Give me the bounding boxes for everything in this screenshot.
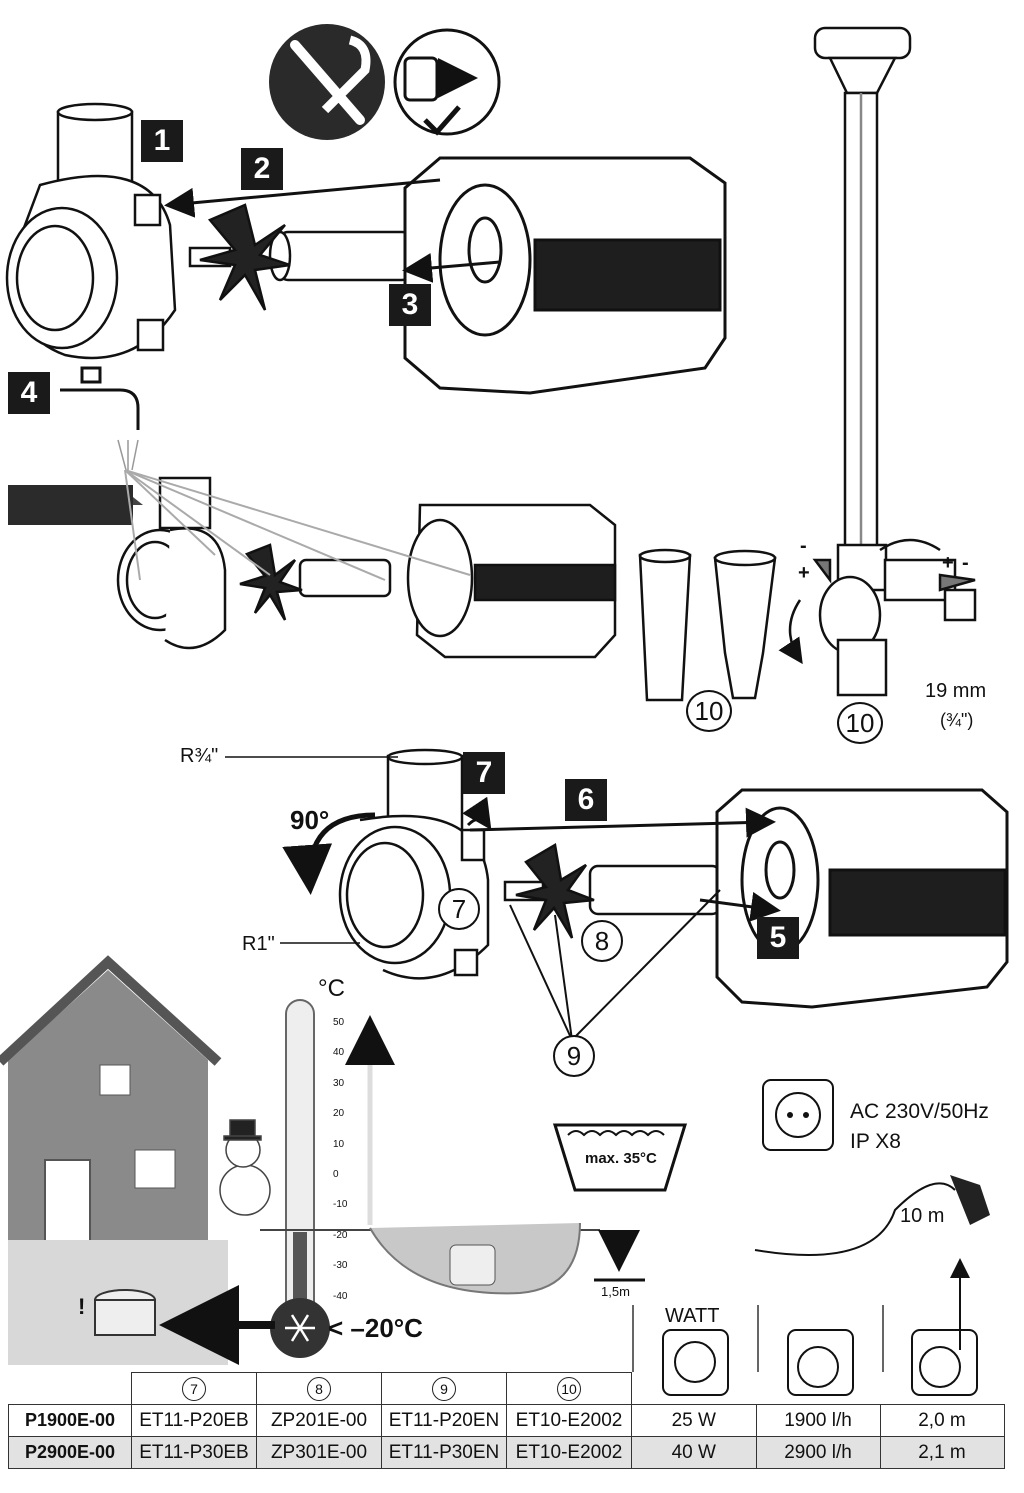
header-part-9: 9	[432, 1376, 456, 1401]
tick-label: -20	[333, 1229, 348, 1241]
wrench-screwdriver-icon	[269, 24, 385, 140]
callout-9: 9	[553, 1035, 595, 1077]
impeller-bottom	[503, 843, 722, 939]
cable-length: 10 m	[900, 1205, 945, 1227]
thermometer-ticks: 50 40 30 20 10 0 -10 -20 -30 -40	[333, 1008, 347, 1312]
part-cell: ET11-P30EN	[381, 1436, 507, 1469]
pump-volute-top	[5, 102, 177, 360]
label-thread-bottom: R1"	[242, 933, 275, 955]
header-part-8: 8	[307, 1376, 331, 1401]
flow-cell: 1900 l/h	[755, 1404, 881, 1437]
pump-head-icon	[911, 1258, 978, 1396]
label-hose-size-inch: (¾")	[940, 710, 974, 730]
head-cell: 2,0 m	[879, 1404, 1005, 1437]
depth-marker	[594, 1230, 645, 1282]
tick-label: 30	[333, 1077, 345, 1089]
step-5: 5	[757, 917, 799, 959]
tick-label: 50	[333, 1017, 345, 1028]
power-supply: AC 230V/50Hz	[850, 1100, 989, 1123]
tick-label: -30	[333, 1260, 348, 1272]
pond	[369, 1222, 581, 1295]
pump-flow-icon	[787, 1329, 854, 1396]
cleaning-lines	[124, 469, 471, 581]
faucet-icon	[60, 366, 140, 471]
part-cell: ET11-P30EB	[131, 1436, 257, 1469]
step-6: 6	[565, 779, 607, 821]
flow-plus-left: +	[798, 562, 810, 584]
watt-cell: 25 W	[631, 1404, 757, 1437]
thermometer	[260, 999, 600, 1358]
motor-housing-top	[403, 156, 727, 395]
callout-8: 8	[581, 920, 623, 962]
ip-rating: IP X8	[850, 1130, 901, 1153]
impeller-top	[188, 203, 412, 311]
part-cell: ZP301E-00	[256, 1436, 382, 1469]
label-hose-size: 19 mm	[925, 680, 987, 702]
part-cell: ZP201E-00	[256, 1404, 382, 1437]
callout-10-riser: 10	[837, 702, 883, 744]
tick-label: 0	[333, 1169, 339, 1181]
pump-volute-bottom	[338, 748, 490, 980]
flow-cell: 2900 l/h	[755, 1436, 881, 1469]
step-1: 1	[141, 120, 183, 162]
snowflake-icon	[285, 1314, 315, 1342]
flow-minus-right: -	[962, 552, 969, 574]
header-part-7: 7	[182, 1376, 206, 1401]
tick-label: 40	[333, 1047, 345, 1059]
flow-plus-right: +	[942, 552, 954, 574]
watt-cell: 40 W	[631, 1436, 757, 1469]
fountain-riser	[778, 26, 977, 697]
part-cell: ET11-P20EN	[381, 1404, 507, 1437]
step-4: 4	[8, 372, 50, 414]
part-cell: ET10-E2002	[506, 1404, 632, 1437]
tick-label: -40	[333, 1290, 348, 1302]
thermo-unit: °C	[318, 975, 345, 1002]
temperature-bowl	[552, 1123, 688, 1192]
plug-icon	[754, 1175, 990, 1256]
tick-label: 20	[333, 1108, 345, 1120]
label-thread-top: R¾"	[180, 745, 219, 767]
warning-mark: !	[78, 1294, 86, 1319]
callout-7: 7	[438, 888, 480, 930]
head-cell: 2,1 m	[879, 1436, 1005, 1469]
tick-label: 10	[333, 1138, 345, 1150]
socket-icon	[662, 1329, 729, 1396]
part-cell: ET10-E2002	[506, 1436, 632, 1469]
snowman-icon	[219, 1119, 271, 1216]
house-icon	[0, 955, 228, 1365]
tick-label: -10	[333, 1199, 348, 1211]
depth-label: 1,5m	[601, 1284, 630, 1299]
watt-header: WATT	[665, 1305, 720, 1327]
step-2: 2	[241, 148, 283, 190]
label-rotation: 90°	[290, 805, 330, 835]
part-cell: ET11-P20EB	[131, 1404, 257, 1437]
table-header-row: 7 8 9 10	[9, 1372, 1005, 1405]
callout-10-nozzles: 10	[686, 690, 732, 732]
step-3: 3	[389, 284, 431, 326]
table-row: P1900E-00 ET11-P20EB ZP201E-00 ET11-P20E…	[8, 1404, 1005, 1437]
basement-pump	[94, 1289, 156, 1336]
frost-temp: < –20°C	[328, 1313, 423, 1343]
step-7: 7	[463, 752, 505, 794]
filter-sponge	[8, 485, 143, 525]
nozzle-parts	[638, 548, 777, 702]
spec-table: 7 8 9 10 P1900E-00 ET11-P20EB ZP201E-00 …	[8, 1372, 1005, 1469]
unplug-icon	[393, 28, 501, 136]
header-part-10: 10	[557, 1376, 581, 1401]
model-cell: P2900E-00	[8, 1436, 132, 1469]
flow-minus-left: -	[800, 535, 807, 557]
model-cell: P1900E-00	[8, 1404, 132, 1437]
table-row: P2900E-00 ET11-P30EB ZP301E-00 ET11-P30E…	[8, 1436, 1005, 1469]
max-temp: max. 35°C	[585, 1150, 657, 1167]
socket-icon	[762, 1079, 834, 1151]
pump-exploded-middle	[116, 476, 617, 659]
